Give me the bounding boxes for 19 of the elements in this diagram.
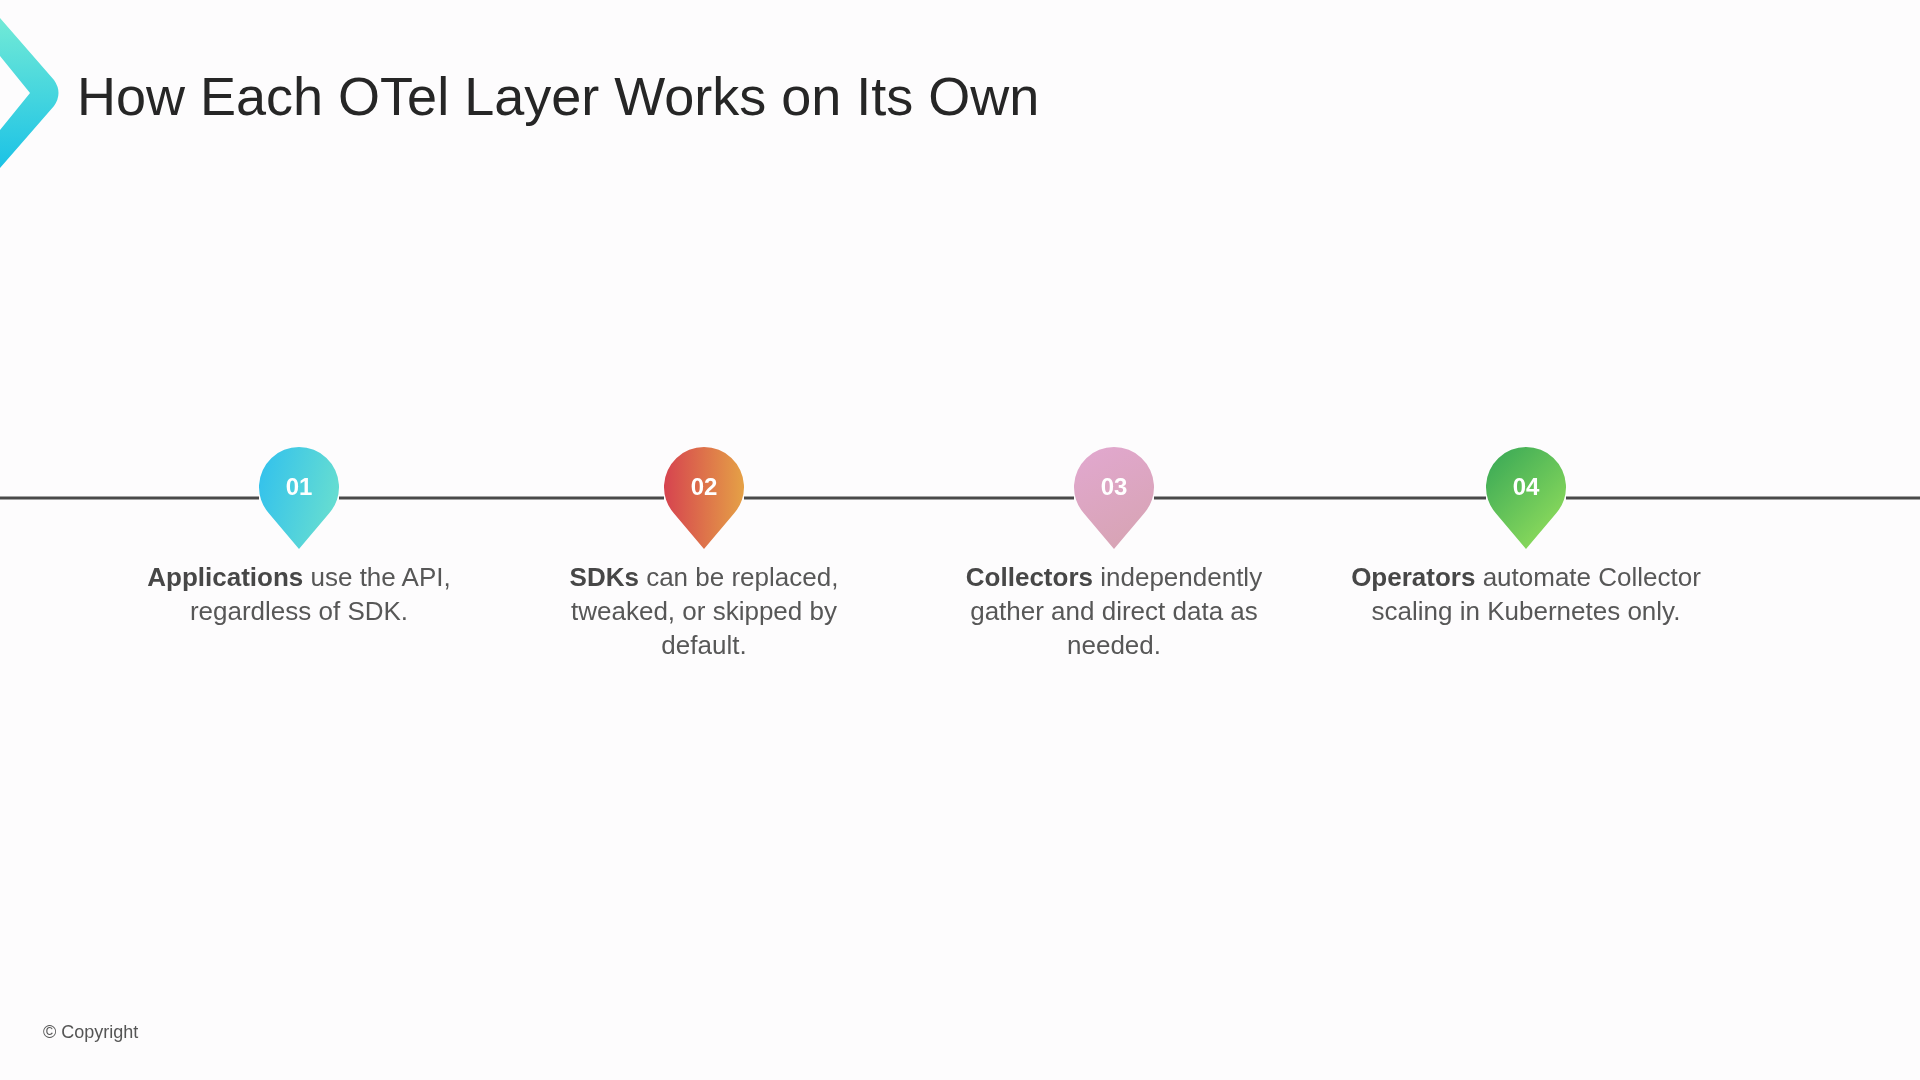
timeline-line xyxy=(744,496,1074,500)
slide-title: How Each OTel Layer Works on Its Own xyxy=(77,66,1040,126)
step-number: 02 xyxy=(689,474,719,500)
map-pin-marker xyxy=(664,447,744,549)
copyright-notice: © Copyright xyxy=(43,1021,139,1043)
timeline-line xyxy=(0,496,259,500)
map-pin-marker xyxy=(259,447,339,549)
step-number: 01 xyxy=(284,474,314,500)
step-description: Operators automate Collector scaling in Kubernetes only. xyxy=(1350,561,1702,628)
step-description: Applications use the API, regardless of SDK. xyxy=(146,561,452,628)
map-pin-marker xyxy=(1486,447,1566,549)
timeline-line xyxy=(1566,496,1920,500)
step-description: Collectors independently gather and direct data as needed. xyxy=(964,561,1264,662)
step-description: SDKs can be replaced, tweaked, or skipped by default. xyxy=(568,561,840,662)
step-number: 04 xyxy=(1511,474,1541,500)
step-number: 03 xyxy=(1099,474,1129,500)
timeline-line xyxy=(1154,496,1486,500)
map-pin-marker xyxy=(1074,447,1154,549)
timeline-line xyxy=(339,496,664,500)
